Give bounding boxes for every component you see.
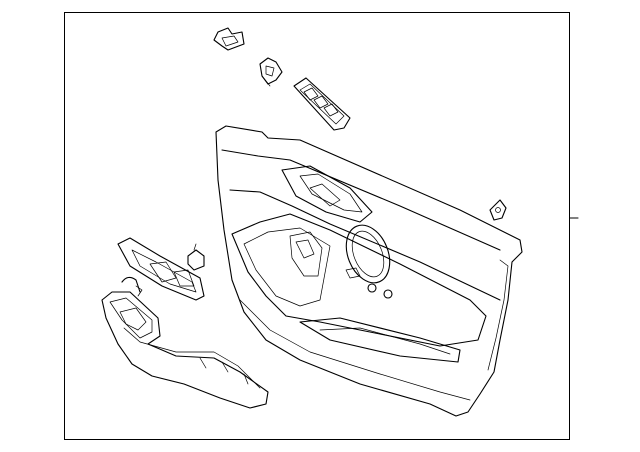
panel-fastener [489,199,507,221]
bezel-clip [187,243,205,271]
door-pull-bezel [117,237,205,301]
master-window-switch [293,77,351,131]
armrest-trim [101,291,269,409]
wire-clip [121,276,143,297]
door-trim-panel [215,125,523,417]
window-switch-bracket [213,27,245,51]
retaining-clip [259,57,283,87]
